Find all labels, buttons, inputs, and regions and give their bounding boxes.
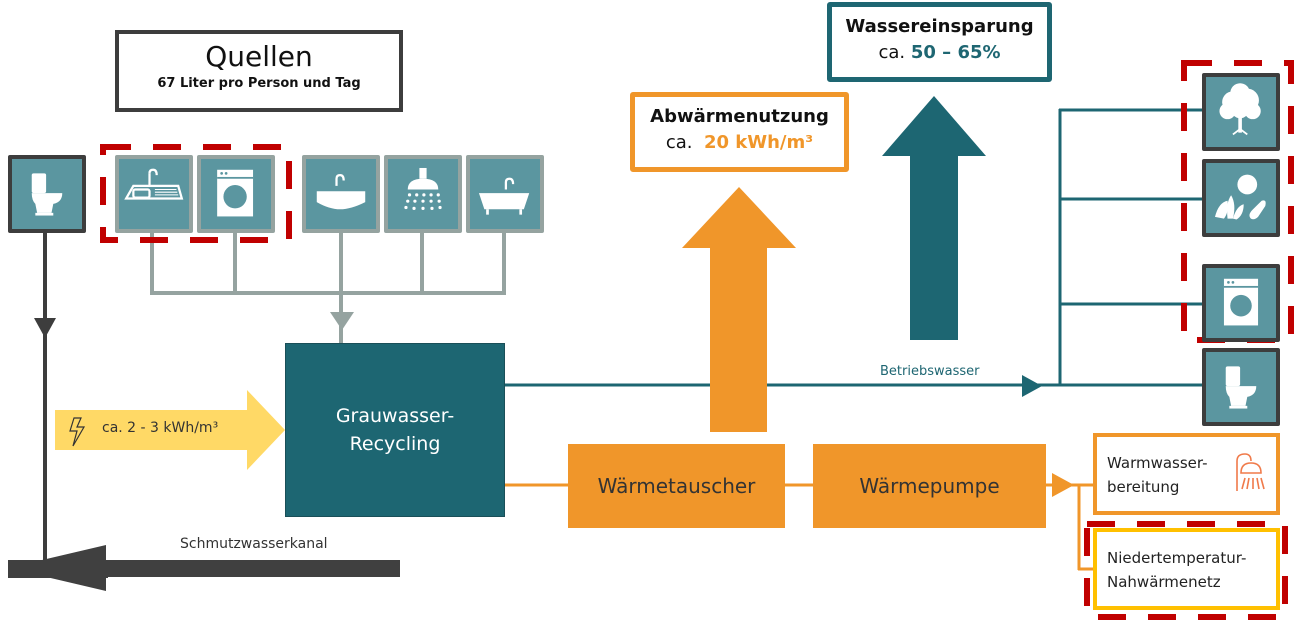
toilet-icon [8, 155, 86, 233]
highlight-box-uses [1181, 60, 1294, 343]
washing-machine-icon [1202, 264, 1280, 342]
heat-recovery-box: Abwärmenutzung ca. 20 kWh/m³ [630, 92, 849, 172]
bathtub-icon [466, 155, 544, 233]
water-saving-box: Wassereinsparung ca. 50 – 65% [827, 2, 1052, 82]
sewer-pipe-left [8, 560, 108, 578]
sources-subtitle: 67 Liter pro Person und Tag [157, 76, 361, 91]
hot-water-label-line2: bereitung [1107, 478, 1180, 496]
sources-header: Quellen 67 Liter pro Person und Tag [115, 30, 403, 112]
greywater-flow-arrow [330, 312, 354, 330]
hot-water-preparation-box: Warmwasser- bereitung [1093, 433, 1280, 515]
water-saving-value-line: ca. 50 – 65% [832, 40, 1047, 66]
recycling-label-line2: Recycling [349, 433, 441, 455]
washing-machine-icon [197, 155, 275, 233]
heat-flow-arrow [1052, 473, 1074, 497]
greywater-recycling-unit: Grauwasser- Recycling [285, 343, 505, 517]
tree-irrigation-icon [1202, 73, 1280, 151]
heat-pump-label: Wärmepumpe [859, 474, 1000, 498]
vegetables-icon [1202, 159, 1280, 237]
sources-title: Quellen [205, 40, 313, 73]
heat-exchanger-label: Wärmetauscher [597, 474, 756, 498]
sewer-label: Schmutzwasserkanal [180, 536, 328, 552]
washbasin-icon [302, 155, 380, 233]
water-saving-value: 50 – 65% [910, 42, 1001, 63]
recycling-label-line1: Grauwasser- [335, 405, 455, 427]
greywater-collector [150, 233, 506, 343]
energy-input-arrow [55, 390, 285, 470]
kitchen-sink-icon [115, 155, 193, 233]
heat-exchanger-unit: Wärmetauscher [568, 444, 785, 528]
highlight-box-sources [100, 144, 292, 243]
shower-icon [384, 155, 462, 233]
shower-head-icon [1233, 451, 1267, 502]
sewer-arrow [8, 545, 400, 591]
district-heating-label-line1: Niedertemperatur- [1107, 549, 1247, 567]
heat-recovery-value-line: ca. 20 kWh/m³ [635, 130, 844, 156]
heat-recovery-prefix: ca. [665, 132, 693, 153]
district-heating-label-line2: Nahwärmenetz [1107, 573, 1221, 591]
water-saving-arrow [882, 96, 986, 340]
district-heating-box: Niedertemperatur- Nahwärmenetz [1093, 528, 1280, 610]
water-saving-prefix: ca. [878, 42, 906, 63]
heat-recovery-title: Abwärmenutzung [650, 106, 829, 127]
energy-input-label: ca. 2 - 3 kWh/m³ [102, 420, 219, 436]
heat-recovery-value: 20 kWh/m³ [703, 132, 814, 153]
blackwater-flow-arrow [34, 318, 56, 338]
water-saving-title: Wassereinsparung [845, 16, 1034, 37]
heat-recovery-arrow [682, 187, 796, 432]
service-water-label: Betriebswasser [880, 364, 980, 379]
lightning-icon [68, 417, 86, 451]
hot-water-label-line1: Warmwasser- [1107, 454, 1208, 472]
service-water-flow-arrow [1022, 375, 1042, 397]
heat-pump-unit: Wärmepumpe [813, 444, 1046, 528]
toilet-icon [1202, 348, 1280, 426]
